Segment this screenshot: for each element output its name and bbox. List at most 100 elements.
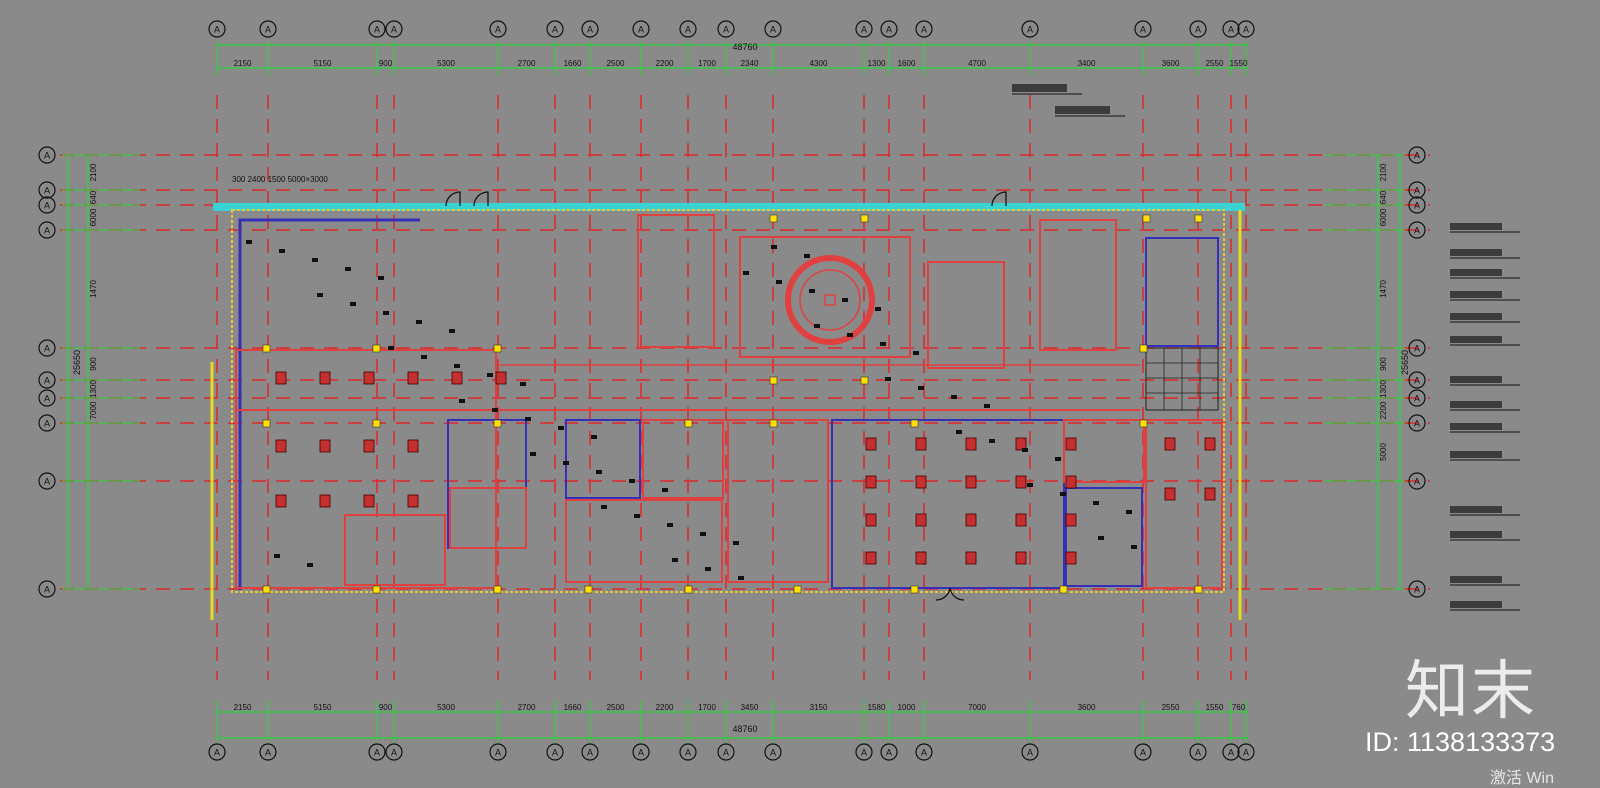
glass-curtain-wall (213, 203, 1245, 211)
room (565, 499, 723, 583)
furniture-block (363, 494, 375, 508)
dim-label-bottom: 3150 (810, 703, 828, 712)
column-marker (584, 585, 593, 594)
furniture-block (915, 475, 927, 489)
door-swing (935, 587, 965, 601)
note-text-block (1450, 223, 1502, 230)
furniture-block (1065, 551, 1077, 565)
fixture-mark (913, 351, 919, 355)
fixture-mark (596, 470, 602, 474)
fixture-mark (307, 563, 313, 567)
column-marker (769, 214, 778, 223)
axis-bubble (38, 221, 56, 239)
axis-bubble-label: A (723, 25, 729, 35)
room (1063, 419, 1145, 483)
column-marker (860, 376, 869, 385)
dim-label-bottom: 1660 (564, 703, 582, 712)
dim-label-bottom: 2500 (607, 703, 625, 712)
axis-bubble-label: A (587, 748, 593, 758)
axis-bubble (1021, 20, 1039, 38)
fixture-mark (383, 311, 389, 315)
axis-bubble (1134, 20, 1152, 38)
axis-bubble-label: A (1414, 394, 1420, 404)
axis-bubble (259, 20, 277, 38)
furniture-block (1015, 513, 1027, 527)
furniture-block (407, 439, 419, 453)
axis-bubble-label: A (391, 748, 397, 758)
furniture-block (451, 371, 463, 385)
fixture-mark (984, 404, 990, 408)
dim-label-bottom: 1580 (868, 703, 886, 712)
column-marker (372, 419, 381, 428)
dim-label-left: 1470 (89, 280, 98, 298)
furniture-block (319, 371, 331, 385)
fixture-mark (421, 355, 427, 359)
fixture-mark (1055, 457, 1061, 461)
column-marker (372, 585, 381, 594)
furniture-block (865, 513, 877, 527)
axis-bubble-label: A (861, 25, 867, 35)
axis-bubble (1408, 181, 1426, 199)
dim-label-left: 1300 (89, 380, 98, 398)
axis-bubble-label: A (1414, 201, 1420, 211)
fixture-mark (246, 240, 252, 244)
axis-bubble-label: A (44, 376, 50, 386)
axis-bubble-label: A (1195, 25, 1201, 35)
dim-label-bottom: 2200 (656, 703, 674, 712)
column-marker (769, 376, 778, 385)
activation-text: 激活 Win (1490, 770, 1555, 787)
axis-bubble-label: A (1228, 25, 1234, 35)
note-text-block (1450, 576, 1502, 583)
dim-label-top: 4300 (810, 59, 828, 68)
door-swing (991, 191, 1007, 207)
fixture-mark (525, 417, 531, 421)
axis-bubble (1189, 20, 1207, 38)
fixture-mark (378, 276, 384, 280)
column-marker (262, 344, 271, 353)
axis-bubble (208, 20, 226, 38)
furniture-block (275, 439, 287, 453)
round-feature-inner (799, 269, 861, 331)
dim-label-bottom: 2150 (234, 703, 252, 712)
furniture-block (407, 494, 419, 508)
left-total-dim: 25650 (72, 350, 82, 375)
fixture-mark (776, 280, 782, 284)
axis-bubble (717, 743, 735, 761)
column-marker (262, 419, 271, 428)
fixture-mark (591, 435, 597, 439)
dim-label-bottom: 5300 (437, 703, 455, 712)
furniture-block (1065, 475, 1077, 489)
room (344, 514, 446, 586)
axis-bubble (38, 414, 56, 432)
column-marker (493, 344, 502, 353)
fixture-mark (662, 488, 668, 492)
fixture-mark (667, 523, 673, 527)
fixture-mark (700, 532, 706, 536)
dim-label-top: 2340 (741, 59, 759, 68)
axis-bubble (1408, 339, 1426, 357)
axis-bubble (368, 743, 386, 761)
room (927, 261, 1005, 369)
axis-bubble-label: A (638, 25, 644, 35)
furniture-block (1065, 437, 1077, 451)
dim-label-top: 1550 (1230, 59, 1248, 68)
furniture-block (1015, 437, 1027, 451)
furniture-block (319, 439, 331, 453)
dim-label-top: 3600 (1162, 59, 1180, 68)
dim-label-top: 2500 (607, 59, 625, 68)
note-text-block (1450, 451, 1502, 458)
axis-bubble (1408, 389, 1426, 407)
dim-label-right: 640 (1379, 190, 1388, 204)
axis-bubble-label: A (1414, 186, 1420, 196)
furniture-block (407, 371, 419, 385)
fixture-mark (601, 505, 607, 509)
fixture-mark (350, 302, 356, 306)
axis-bubble-label: A (391, 25, 397, 35)
axis-bubble (679, 20, 697, 38)
dim-label-left: 2100 (89, 163, 98, 181)
fixture-mark (317, 293, 323, 297)
dim-label-top: 3400 (1078, 59, 1096, 68)
furniture-block (1164, 487, 1176, 501)
